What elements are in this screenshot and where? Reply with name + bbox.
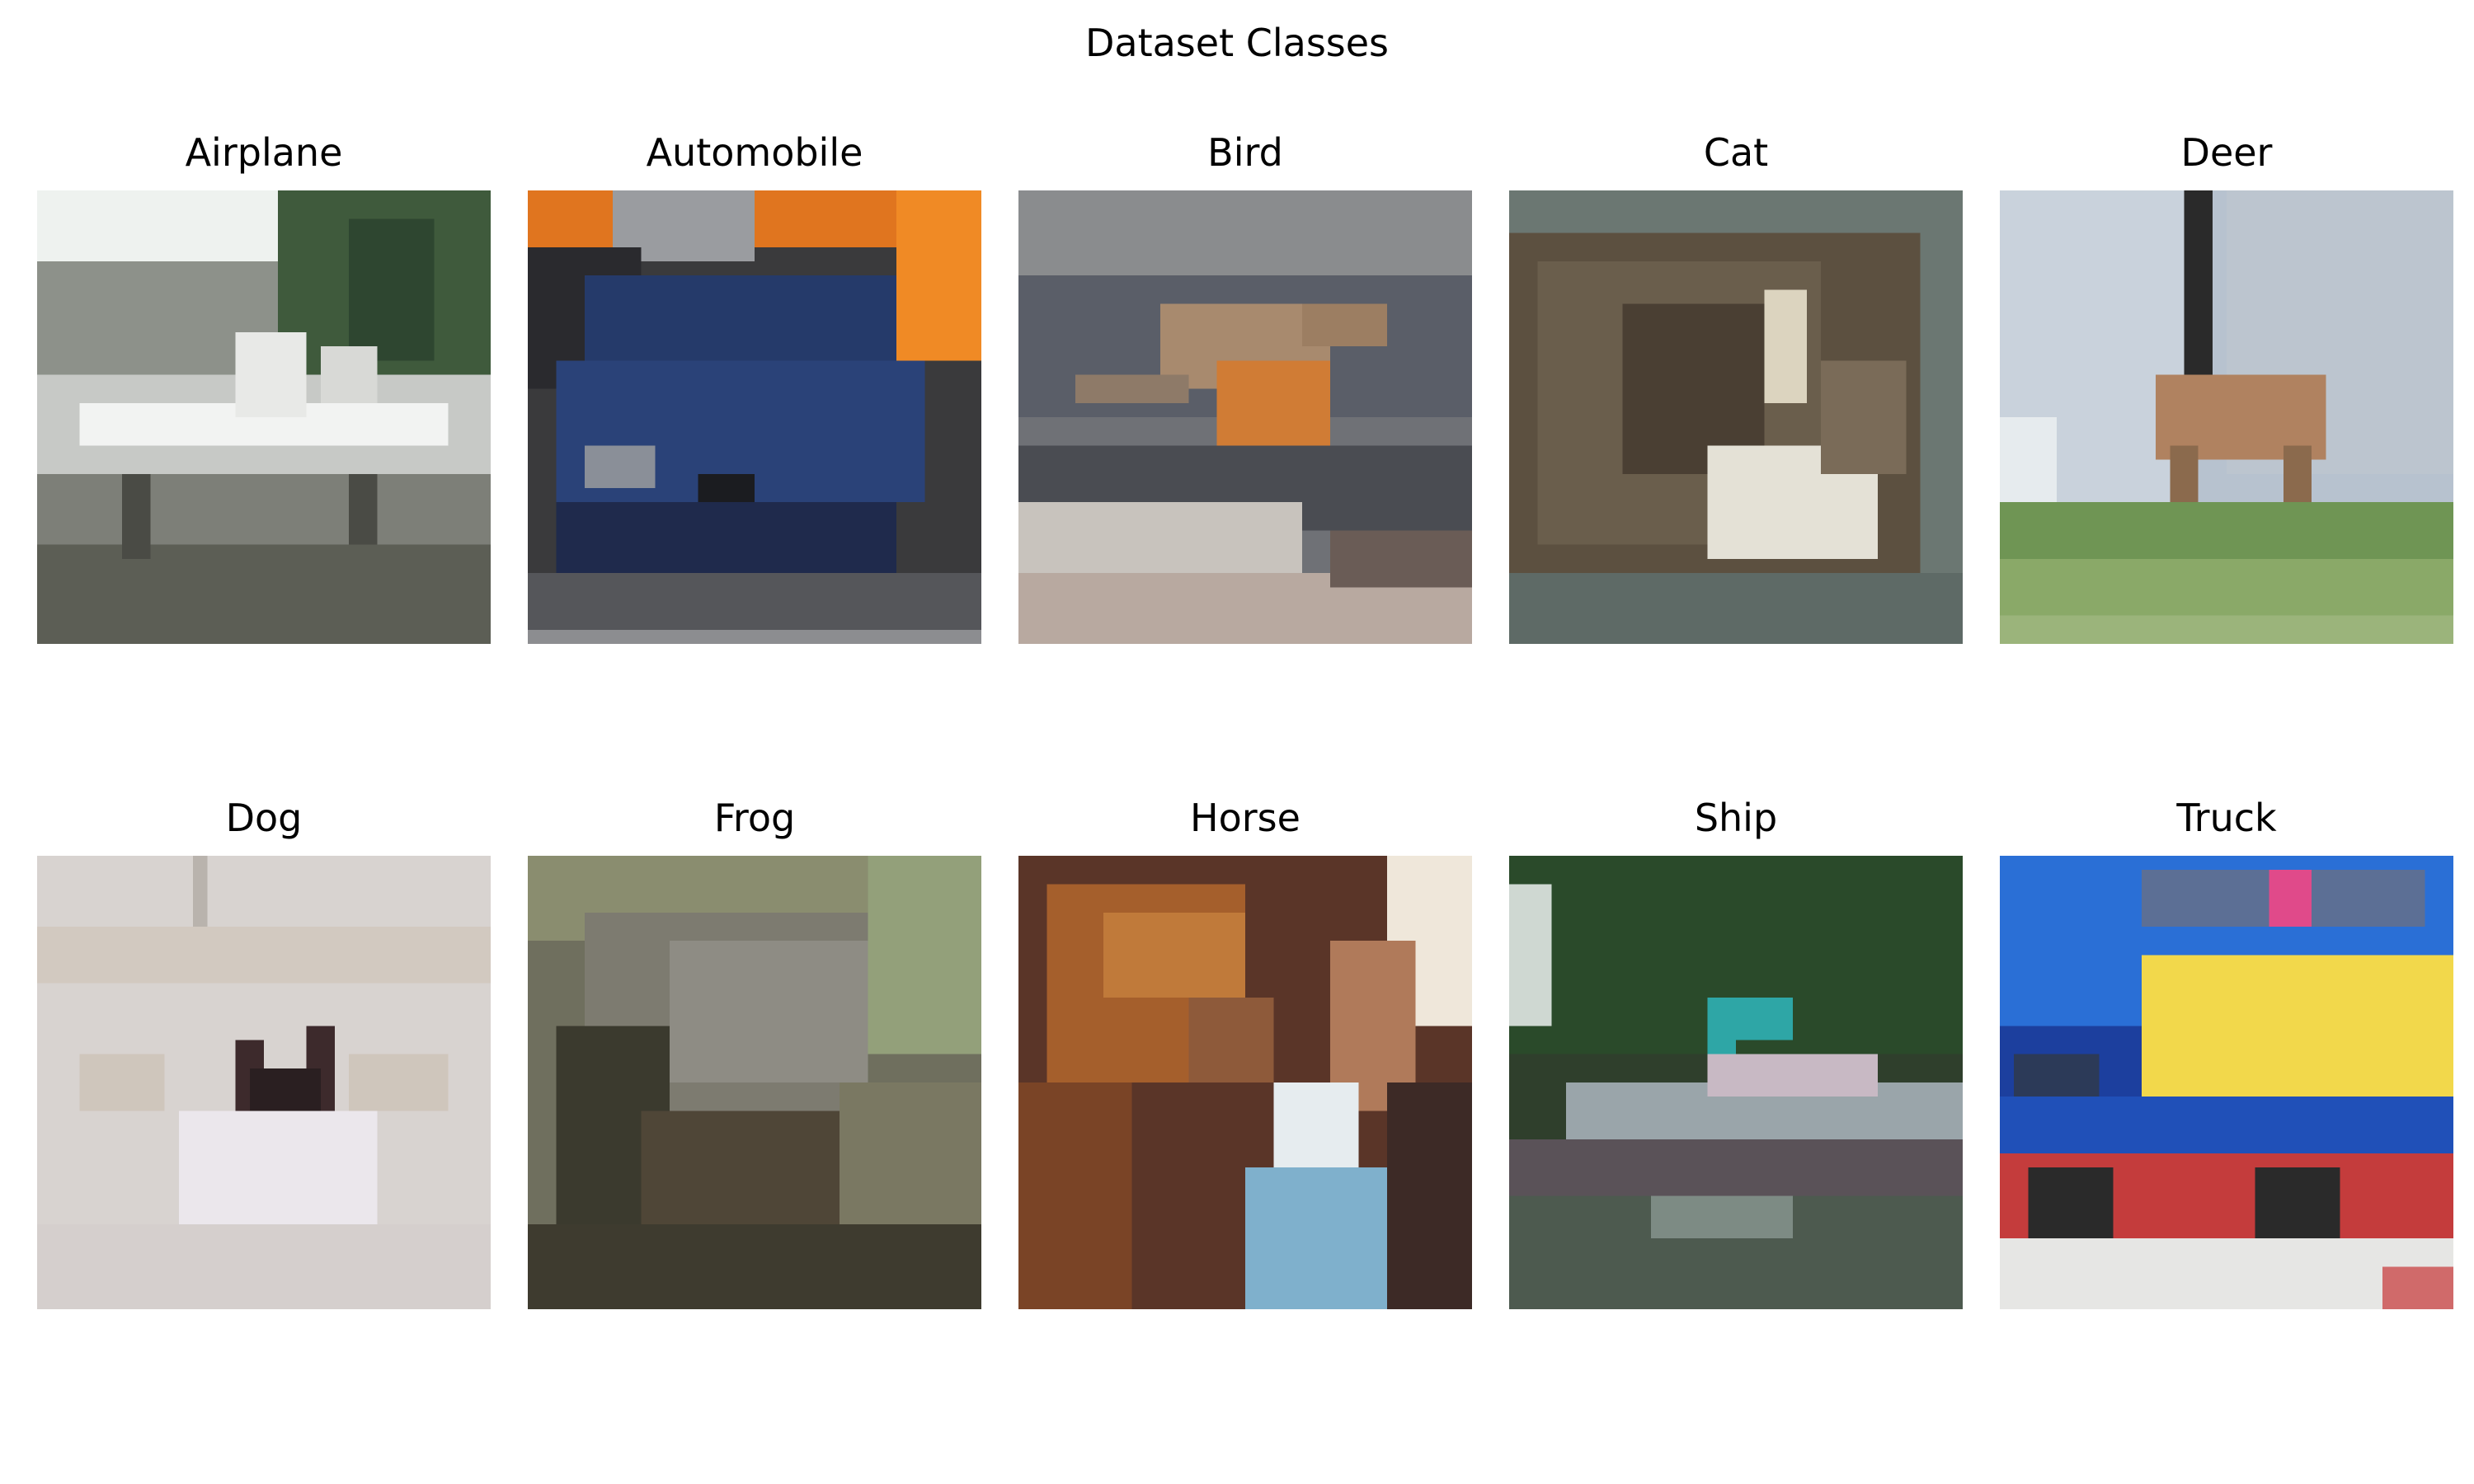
panel-title: Deer xyxy=(2180,130,2273,175)
truck-image xyxy=(2000,856,2453,1309)
cat-image xyxy=(1509,190,1963,644)
panel-title: Horse xyxy=(1190,796,1300,840)
panel-horse: Horse xyxy=(1018,793,1472,1309)
bird-image xyxy=(1018,190,1472,644)
panel-dog: Dog xyxy=(37,793,491,1309)
panel-title: Ship xyxy=(1694,796,1778,840)
figure-title: Dataset Classes xyxy=(1084,21,1390,65)
panel-automobile: Automobile xyxy=(528,128,981,644)
frog-image xyxy=(528,856,981,1309)
panel-title: Automobile xyxy=(646,130,863,175)
panel-airplane: Airplane xyxy=(37,128,491,644)
panel-truck: Truck xyxy=(2000,793,2453,1309)
panel-title: Airplane xyxy=(185,130,343,175)
panel-deer: Deer xyxy=(2000,128,2453,644)
panel-title: Cat xyxy=(1703,130,1769,175)
panel-title: Frog xyxy=(713,796,796,840)
panel-frog: Frog xyxy=(528,793,981,1309)
panel-ship: Ship xyxy=(1509,793,1963,1309)
panel-title: Dog xyxy=(225,796,303,840)
panel-title: Truck xyxy=(2176,796,2277,840)
dog-image xyxy=(37,856,491,1309)
panel-title: Bird xyxy=(1207,130,1283,175)
panel-bird: Bird xyxy=(1018,128,1472,644)
horse-image xyxy=(1018,856,1472,1309)
panel-cat: Cat xyxy=(1509,128,1963,644)
airplane-image xyxy=(37,190,491,644)
deer-image xyxy=(2000,190,2453,644)
ship-image xyxy=(1509,856,1963,1309)
automobile-image xyxy=(528,190,981,644)
